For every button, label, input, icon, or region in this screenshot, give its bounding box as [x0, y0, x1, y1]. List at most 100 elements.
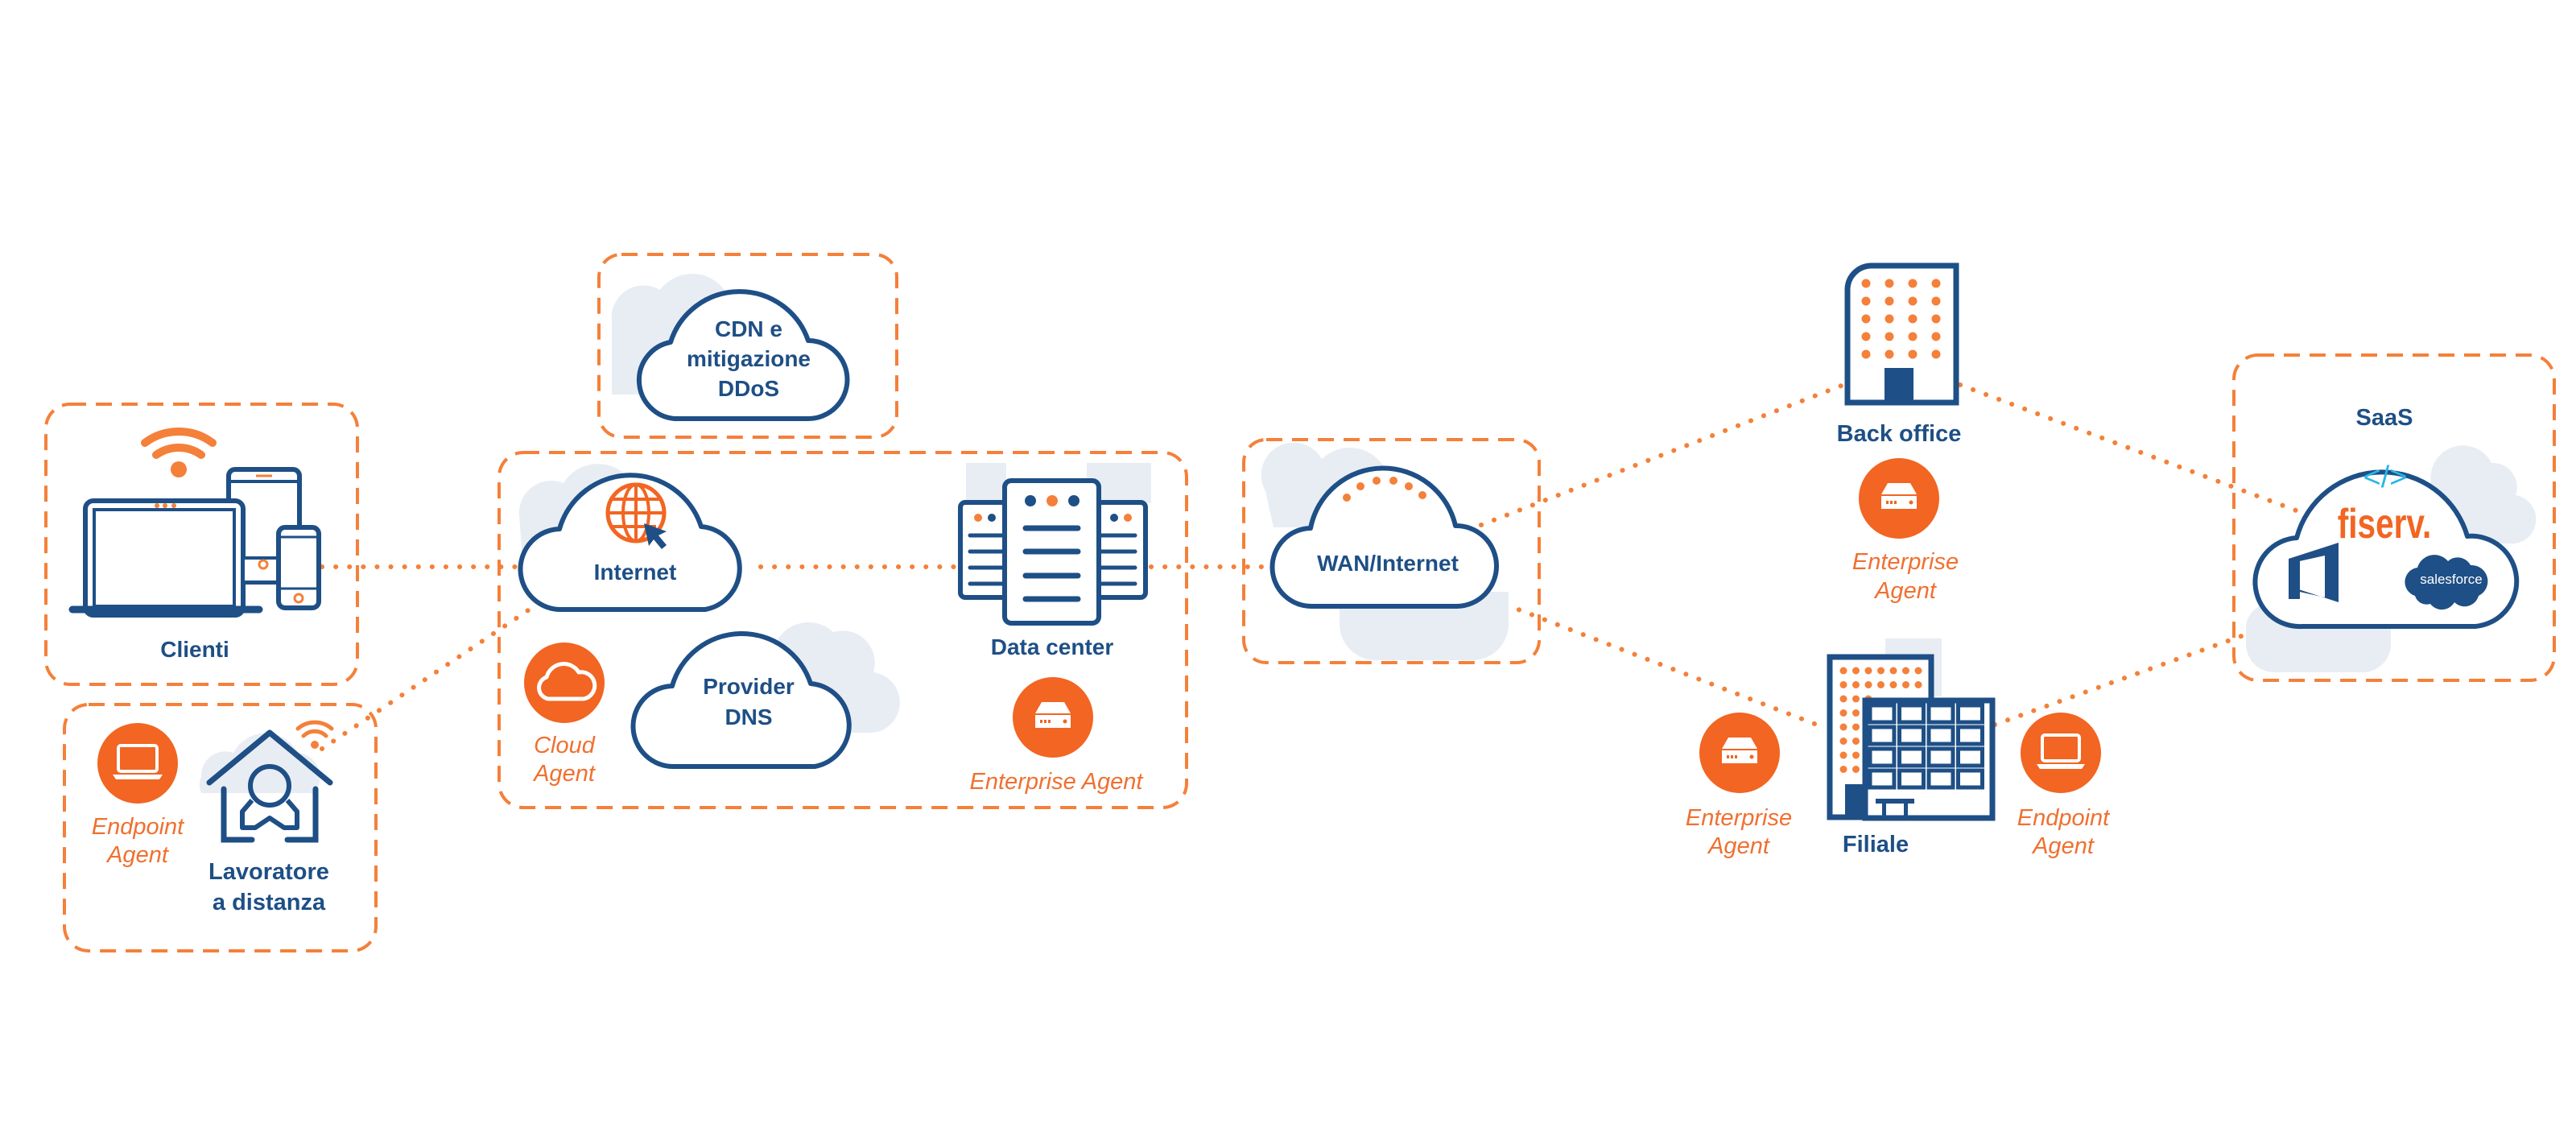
laptop-icon — [2037, 733, 2085, 769]
window-dot — [1889, 667, 1897, 675]
dns-line1: Provider — [703, 674, 795, 699]
code-icon: </> — [2363, 461, 2408, 494]
wan-cloud — [1269, 465, 1499, 609]
window-pane — [1868, 768, 1897, 790]
connections — [320, 382, 2301, 751]
window-pane — [1868, 703, 1897, 725]
cdn-line3: DDoS — [718, 376, 779, 401]
window-dot — [1889, 681, 1897, 688]
branch-endpoint-agent-line1: Endpoint — [2017, 805, 2111, 831]
saas-group[interactable]: SaaS </> fiserv. salesforce — [2232, 353, 2556, 682]
wifi-icon — [295, 720, 334, 749]
window-dot — [1908, 279, 1918, 288]
window-dot — [1914, 681, 1922, 688]
window-dot — [1839, 667, 1847, 675]
branch-node[interactable]: Filiale — [1827, 638, 1996, 857]
window-pane — [1897, 768, 1926, 790]
cloud-agent-badge — [524, 643, 605, 723]
home-user-icon — [199, 720, 334, 843]
servers-icon — [958, 463, 1151, 626]
window-dot — [1931, 279, 1941, 288]
saas-group-border — [2232, 353, 2556, 682]
window-pane — [1956, 725, 1984, 746]
core-group[interactable]: Internet Cloud Agent Provider DNS — [497, 451, 1188, 809]
cdn-group[interactable]: CDN e mitigazione DDoS — [597, 253, 898, 439]
core-group-border — [497, 451, 1188, 809]
internet-label: Internet — [594, 560, 677, 585]
window-dot — [1852, 723, 1860, 731]
remote-agent-line2: Agent — [105, 842, 170, 868]
backoffice-agent-badge — [1859, 458, 1939, 539]
window-dot — [1931, 314, 1941, 324]
window-pane — [1926, 725, 1955, 746]
wan-label: WAN/Internet — [1317, 551, 1459, 576]
devices-icon — [68, 428, 321, 618]
datacenter-node[interactable]: Data center — [958, 463, 1151, 659]
laptop-icon — [113, 744, 163, 779]
window-dot — [1839, 695, 1847, 703]
cloud-agent-line1: Cloud — [534, 733, 596, 758]
window-dot — [1839, 681, 1847, 688]
window-dot — [1931, 332, 1941, 341]
window-pane — [1868, 725, 1897, 746]
window-dot — [1902, 681, 1909, 688]
window-pane — [1868, 746, 1897, 768]
datacenter-agent-badge — [1013, 677, 1093, 758]
backoffice-node[interactable]: Back office — [1837, 262, 1962, 447]
window-pane — [1897, 746, 1926, 768]
window-pane — [1897, 703, 1926, 725]
window-dot — [1861, 349, 1871, 359]
window-dot — [1839, 751, 1847, 759]
window-dot — [1839, 766, 1847, 773]
globe-cursor-icon — [605, 482, 667, 549]
remote-worker-label-line1: Lavoratore — [208, 859, 329, 885]
clients-group[interactable]: Clienti — [44, 403, 359, 686]
window-dot — [1885, 332, 1894, 341]
office-buildings-icon — [1827, 638, 1996, 821]
datacenter-agent-label: Enterprise Agent — [970, 769, 1145, 795]
clients-group-border — [44, 403, 359, 686]
window-pane — [1956, 768, 1984, 790]
appliance-icon — [1881, 483, 1917, 509]
branch-label: Filiale — [1843, 832, 1909, 857]
link-branch-saas — [1992, 632, 2248, 727]
building-icon — [1844, 262, 1959, 406]
remote-worker-group[interactable]: Endpoint Agent Lavoratore a distanza — [63, 703, 378, 952]
backoffice-label: Back office — [1837, 421, 1962, 447]
window-dot — [1908, 314, 1918, 324]
salesforce-logo: salesforce — [2405, 555, 2488, 610]
cloud-agent-line2: Agent — [532, 761, 597, 787]
saas-label: SaaS — [2356, 405, 2413, 431]
internet-node[interactable]: Internet — [518, 464, 742, 613]
window-dot — [1877, 667, 1885, 675]
window-dot — [1885, 296, 1894, 306]
window-dot — [1852, 681, 1860, 688]
window-dot — [1852, 709, 1860, 717]
wan-group-border — [1242, 438, 1541, 664]
link-wan-backoffice — [1479, 382, 1846, 527]
window-dot — [1852, 695, 1860, 703]
branch-enterprise-agent-line2: Agent — [1707, 833, 1771, 859]
window-pane — [1926, 768, 1955, 790]
signal-arc-icon — [1343, 477, 1426, 502]
wan-group[interactable]: WAN/Internet — [1242, 438, 1541, 664]
window-dot — [1885, 349, 1894, 359]
window-dot — [1852, 751, 1860, 759]
cdn-cloud — [636, 289, 850, 421]
window-pane — [1956, 746, 1984, 768]
remote-worker-group-border — [63, 703, 378, 952]
window-pane — [1926, 746, 1955, 768]
window-dot — [1839, 723, 1847, 731]
window-dot — [1914, 667, 1922, 675]
dns-node[interactable]: Provider DNS — [630, 622, 900, 770]
wifi-icon — [141, 428, 217, 477]
svg-text:salesforce: salesforce — [2420, 572, 2482, 587]
dns-line2: DNS — [724, 704, 772, 729]
window-dot — [1931, 349, 1941, 359]
window-dot — [1861, 279, 1871, 288]
window-pane — [1926, 703, 1955, 725]
appliance-icon — [1722, 738, 1757, 763]
backoffice-agent-line1: Enterprise — [1852, 549, 1959, 575]
window-dot — [1852, 667, 1860, 675]
